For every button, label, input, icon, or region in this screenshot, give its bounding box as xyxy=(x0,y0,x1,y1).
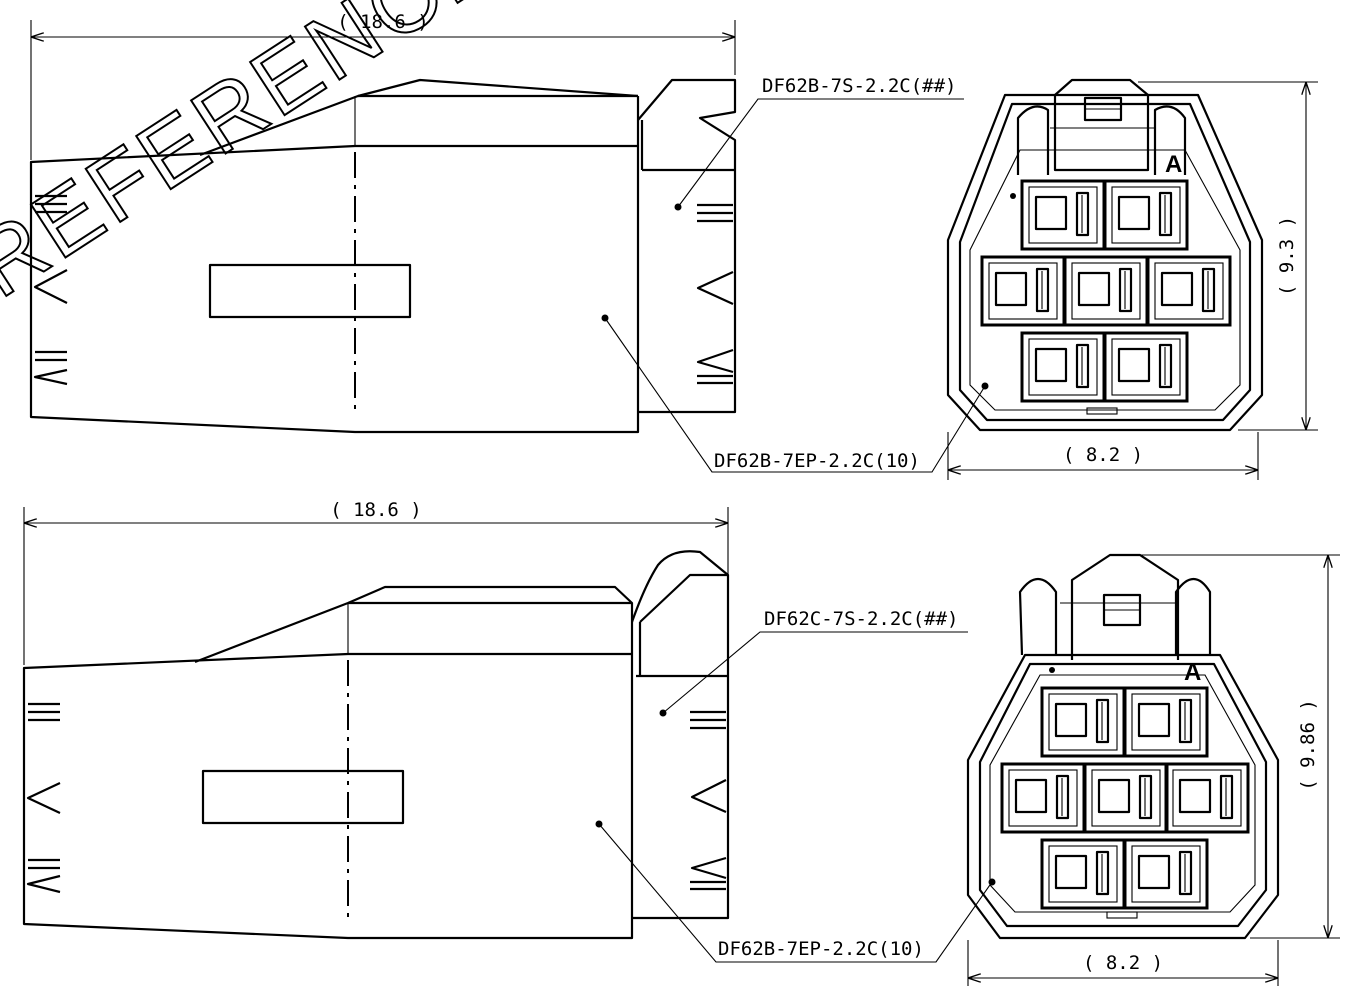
top-height-dimension: ( 9.3 ) xyxy=(1276,216,1298,296)
bottom-front-view: A ( 9.86 ) ( 8.2 ) xyxy=(966,553,1340,986)
top-face-width-dimension: ( 8.2 ) xyxy=(1063,444,1143,466)
top-width-dimension: ( 18.6 ) xyxy=(337,11,429,33)
top-side-view: ( 18.6 ) DF62B-7S-2.2C(##) xyxy=(29,11,989,473)
top-pin-a-marker: A xyxy=(1165,151,1182,178)
bottom-pin-a-marker: A xyxy=(1184,659,1201,686)
top-housing-label: DF62B-7S-2.2C(##) xyxy=(762,75,956,97)
bottom-housing-label: DF62C-7S-2.2C(##) xyxy=(764,608,958,630)
top-contact-label: DF62B-7EP-2.2C(10) xyxy=(714,450,920,472)
bottom-contact-label: DF62B-7EP-2.2C(10) xyxy=(718,938,924,960)
bottom-height-dimension: ( 9.86 ) xyxy=(1297,699,1319,791)
top-front-view: A ( 9.3 ) ( 8.2 ) xyxy=(946,78,1318,480)
bottom-side-view: ( 18.6 ) DF62C-7S-2.2C(##) DF62B-7EP- xyxy=(22,499,996,963)
bottom-face-width-dimension: ( 8.2 ) xyxy=(1083,952,1163,974)
bottom-width-dimension: ( 18.6 ) xyxy=(330,499,422,521)
reference-watermark: REFERENCE xyxy=(0,0,517,317)
